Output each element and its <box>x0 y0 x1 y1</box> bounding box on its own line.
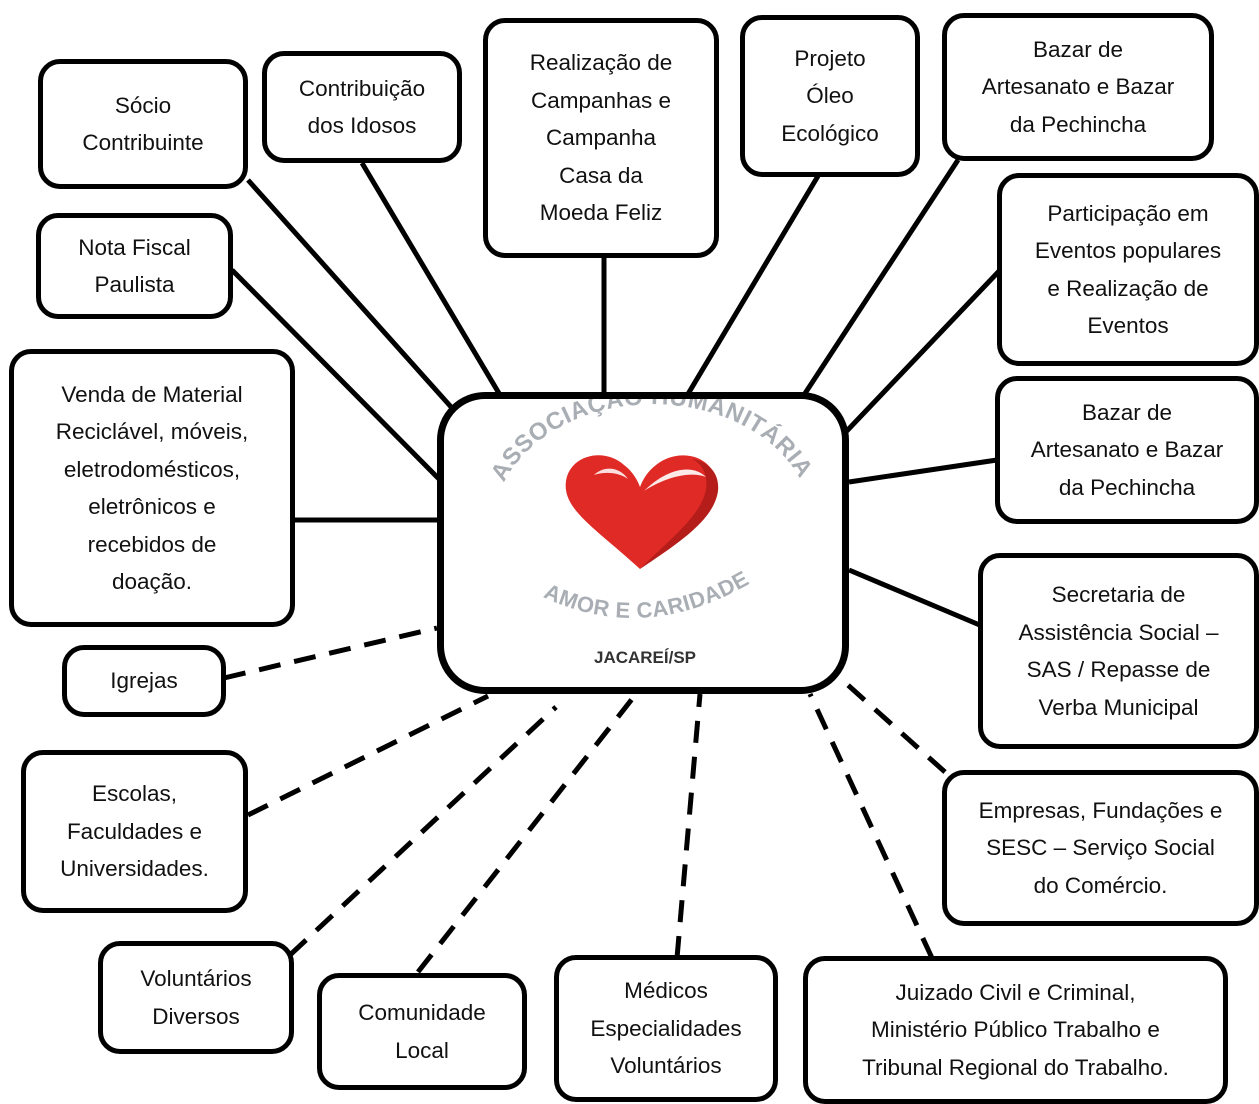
edge-oleo <box>685 174 821 396</box>
node-projeto-oleo: Projeto Óleo Ecológico <box>740 15 920 177</box>
node-label: Bazar de Artesanato e Bazar da Pechincha <box>981 36 1175 137</box>
node-socio-contribuinte: Sócio Contribuinte <box>38 59 248 189</box>
edge-voluntarios <box>288 705 558 957</box>
node-label: Igrejas <box>110 668 178 694</box>
logo-city-text: JACAREÍ/SP <box>594 648 696 667</box>
node-participacao-eventos: Participação em Eventos populares e Real… <box>997 173 1259 366</box>
edge-sas <box>848 567 983 629</box>
node-label: Bazar de Artesanato e Bazar da Pechincha <box>1030 399 1224 500</box>
edge-nota-fiscal <box>230 268 442 482</box>
node-nota-fiscal: Nota Fiscal Paulista <box>36 213 233 319</box>
node-label: Médicos Especialidades Voluntários <box>590 978 742 1079</box>
node-label: Contribuição dos Idosos <box>298 75 426 139</box>
association-logo: ASSOCIAÇÃO HUMANITÁRIA AMOR E CARIDADE J… <box>486 399 818 667</box>
node-secretaria-sas: Secretaria de Assistência Social – SAS /… <box>978 553 1259 749</box>
edge-medicos <box>674 693 703 959</box>
node-label: Juizado Civil e Criminal, Ministério Púb… <box>862 979 1169 1080</box>
node-medicos: Médicos Especialidades Voluntários <box>554 955 778 1102</box>
edge-socio <box>246 178 454 410</box>
node-label: Escolas, Faculdades e Universidades. <box>60 781 209 882</box>
node-realizacao-campanhas: Realização de Campanhas e Campanha Casa … <box>483 18 719 258</box>
edge-juizado <box>807 692 935 960</box>
heart-icon <box>565 455 719 569</box>
node-label: Empresas, Fundações e SESC – Serviço Soc… <box>978 797 1223 898</box>
node-contribuicao-idosos: Contribuição dos Idosos <box>262 51 462 163</box>
node-label: Secretaria de Assistência Social – SAS /… <box>1018 582 1219 720</box>
logo-arc-bottom-text: AMOR E CARIDADE <box>541 566 753 623</box>
node-label: Participação em Eventos populares e Real… <box>1034 200 1222 339</box>
node-voluntarios-diversos: Voluntários Diversos <box>98 941 294 1054</box>
node-label: Realização de Campanhas e Campanha Casa … <box>529 50 673 226</box>
edge-bazar-right <box>848 457 998 485</box>
node-escolas: Escolas, Faculdades e Universidades. <box>21 750 248 913</box>
edge-eventos <box>840 266 1004 438</box>
edge-igrejas <box>223 625 438 681</box>
node-venda-reciclavel: Venda de Material Reciclável, móveis, el… <box>9 349 295 627</box>
edge-bazar-top <box>799 158 961 400</box>
node-label: Voluntários Diversos <box>140 966 252 1029</box>
node-igrejas: Igrejas <box>62 645 226 717</box>
node-bazar-top: Bazar de Artesanato e Bazar da Pechincha <box>942 13 1214 161</box>
node-label: Nota Fiscal Paulista <box>78 234 191 298</box>
node-label: Sócio Contribuinte <box>82 92 204 156</box>
central-logo-box: ASSOCIAÇÃO HUMANITÁRIA AMOR E CARIDADE J… <box>437 392 849 694</box>
node-empresas-fundacoes: Empresas, Fundações e SESC – Serviço Soc… <box>942 770 1259 926</box>
edge-comunidade <box>416 692 638 974</box>
edge-idosos <box>359 161 503 397</box>
edge-empresas <box>838 676 947 774</box>
node-bazar-right: Bazar de Artesanato e Bazar da Pechincha <box>995 376 1259 524</box>
edge-escolas <box>246 693 490 818</box>
node-juizado: Juizado Civil e Criminal, Ministério Púb… <box>803 956 1228 1104</box>
node-label: Comunidade Local <box>358 1000 486 1063</box>
node-label: Projeto Óleo Ecológico <box>781 45 879 146</box>
node-label: Venda de Material Reciclável, móveis, el… <box>55 381 249 595</box>
node-comunidade-local: Comunidade Local <box>317 973 527 1090</box>
